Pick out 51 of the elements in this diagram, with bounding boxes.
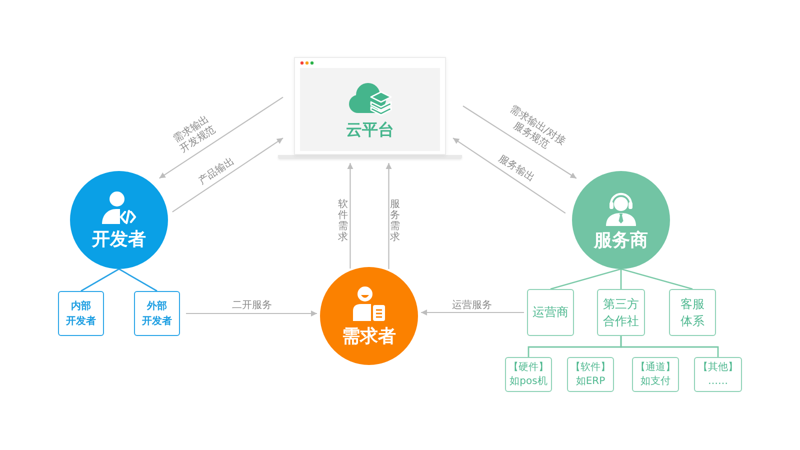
example-box — [632, 357, 679, 392]
node-label: 第三方合作社 — [602, 296, 640, 330]
connector-line — [550, 268, 622, 290]
edge-label: 需求输出开发规范 — [170, 113, 219, 158]
edge-label: 服务输出 — [496, 153, 536, 185]
node-label: 内部 — [71, 300, 91, 314]
node-label: 【硬件】 — [508, 360, 548, 374]
edge-label: 软件需求 — [338, 199, 348, 243]
node-label: 外部 — [147, 300, 167, 314]
edge-label: 服务需求 — [390, 199, 400, 243]
category-box — [669, 289, 716, 336]
arrow — [452, 138, 566, 214]
node-label: 开发者 — [142, 314, 172, 328]
connector-line — [80, 268, 120, 292]
node-label: 运营商 — [532, 304, 568, 321]
node-label: 云平台 — [346, 120, 394, 140]
node-label: 【软件】 — [570, 360, 610, 374]
arrow — [347, 163, 354, 269]
arrow — [386, 163, 392, 269]
node-label: 如pos机 — [510, 374, 548, 388]
node-label: 【其他】 — [698, 360, 738, 374]
connector-line — [620, 336, 719, 357]
connector-line — [118, 268, 158, 292]
arrow — [462, 106, 577, 179]
edge-label: 产品输出 — [196, 156, 238, 188]
connector-line — [620, 269, 622, 289]
arrow — [186, 310, 317, 317]
node-label: 需求者 — [342, 326, 396, 348]
laptop-screen — [294, 57, 446, 155]
category-box — [134, 291, 180, 336]
arrow — [158, 96, 284, 179]
node-label: 服务商 — [594, 230, 648, 252]
edge-label: 运营服务 — [452, 300, 492, 312]
category-box — [527, 289, 574, 336]
node-label: 客服体系 — [679, 296, 706, 330]
node-label: 如ERP — [576, 374, 606, 388]
category-box — [597, 289, 645, 336]
node-label: 如支付 — [640, 374, 670, 388]
edge-label: 需求输出/对接服务规范 — [506, 102, 568, 154]
node-label: 开发者 — [66, 314, 96, 328]
node-label: …… — [708, 374, 728, 388]
node-label: 开发者 — [92, 229, 146, 251]
example-box — [567, 357, 614, 392]
example-box — [694, 357, 742, 392]
node-label: 【通道】 — [636, 360, 676, 374]
arrow — [421, 309, 524, 316]
connector-line — [620, 268, 693, 290]
category-box — [58, 291, 104, 336]
edge-label: 二开服务 — [232, 300, 272, 312]
example-box — [505, 357, 552, 392]
arrow — [172, 138, 284, 212]
